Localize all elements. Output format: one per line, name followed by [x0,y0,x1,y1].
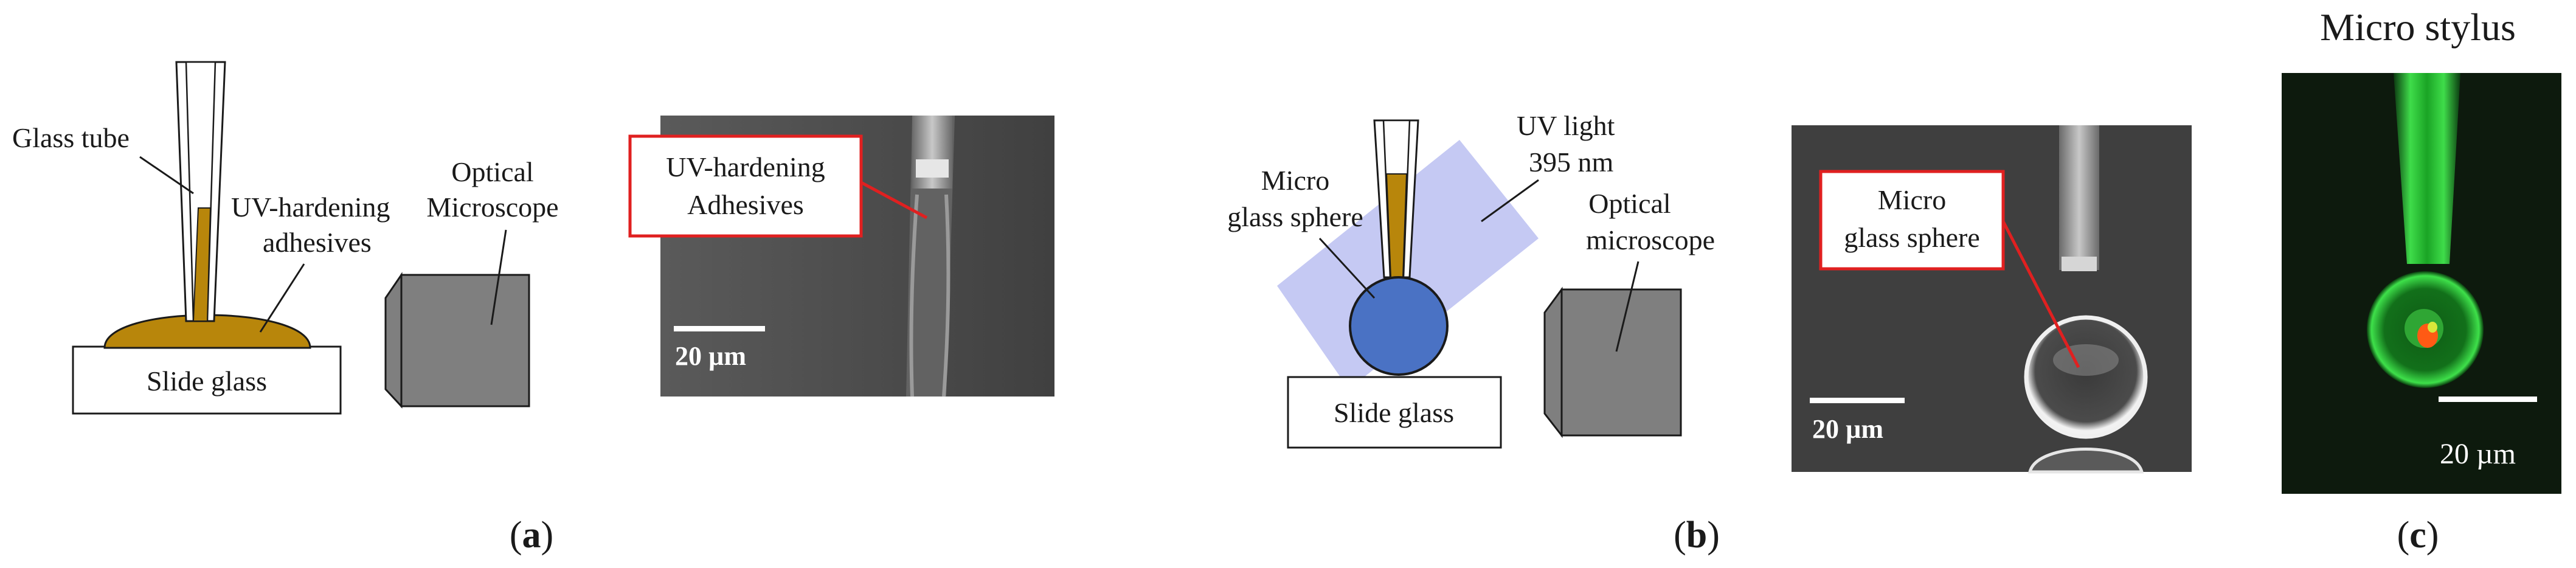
photo-b-tube [2059,125,2099,270]
scale-bar-c-label: 20 µm [2440,438,2516,470]
sphere-label-2: glass sphere [1227,201,1363,232]
callout-box-b [1819,170,2005,271]
panel-a-photo: UV-hardening Adhesives 20 µm [628,116,1054,397]
callout-a-line-2: Adhesives [687,189,804,220]
panel-a-schematic: Slide glass Glass tube UV-hardening adhe… [12,61,390,415]
callout-a-line-1: UV-hardening [666,151,825,182]
panel-c: Micro stylus 20 µm [2282,5,2561,494]
photo-b-reflection [2027,448,2144,474]
panel-b-microscope: Optical microscope [1543,188,1715,438]
panel-c-label: (c) [2397,514,2439,556]
panel-a-microscope: Optical Microscope [384,156,559,409]
photo-a-tube-tip [916,159,949,178]
callout-box-a [628,134,863,238]
callout-b-line-2: glass sphere [1844,222,1980,253]
photo-a-streak-edge [909,194,919,397]
sphere-label-1: Micro [1261,165,1329,196]
microscope-b-label-2: microscope [1586,224,1715,255]
adhesive-in-tube-b [1385,173,1408,278]
microscope-leader [490,229,507,325]
scale-bar-b [1810,398,1905,403]
microscope-b-label-1: Optical [1588,188,1671,219]
slide-glass-label: Slide glass [147,365,267,397]
microscope-front [384,272,403,409]
microscope-label-1: Optical [451,156,533,187]
adhesive-label-1: UV-hardening [231,192,390,223]
panel-b-photo: Micro glass sphere 20 µm [1792,125,2192,474]
callout-b-line-1: Micro [1878,184,1946,215]
scale-bar-b-label: 20 µm [1812,414,1883,444]
panel-b-schematic: Slide glass Micro glass sphere UV light … [1227,110,1615,449]
panel-a-label: (a) [510,514,553,556]
slide-glass-b-label: Slide glass [1334,397,1454,428]
uv-light-leader [1481,179,1539,223]
adhesive-leader [259,263,305,333]
slide-glass [72,345,342,415]
micro-glass-sphere [1349,276,1449,376]
stylus-stem [2394,73,2460,264]
photo-b-sphere [2024,315,2148,439]
microscope-b-leader [1615,261,1639,352]
glass-tube-label: Glass tube [12,122,130,153]
scale-bar-a-label: 20 µm [675,341,746,371]
microscope-b-box [1560,288,1682,437]
uv-light-label-2: 395 nm [1529,147,1614,178]
uv-light-label-1: UV light [1517,110,1615,141]
photo-b-tube-tip [2062,257,2097,271]
scale-bar-c [2439,397,2537,402]
panel-b-label: (b) [1674,514,1720,556]
sphere-leader [1318,237,1376,299]
microscope-label-2: Microscope [426,192,558,223]
adhesive-label-2: adhesives [263,227,372,258]
adhesive-in-tube [192,207,212,322]
stylus-yellow-spot [2428,322,2437,333]
panel-c-title: Micro stylus [2320,5,2516,49]
photo-a-streak-edge-2 [942,194,950,397]
glass-tube-leader [139,156,194,195]
callout-b-leader [2001,220,2080,369]
scale-bar-a [674,326,765,331]
microscope-b-front [1543,286,1563,438]
slide-glass-b [1287,376,1502,449]
callout-a-leader [860,181,928,220]
photo-b-sphere-highlight [2053,344,2119,376]
microscope-box [400,274,530,407]
